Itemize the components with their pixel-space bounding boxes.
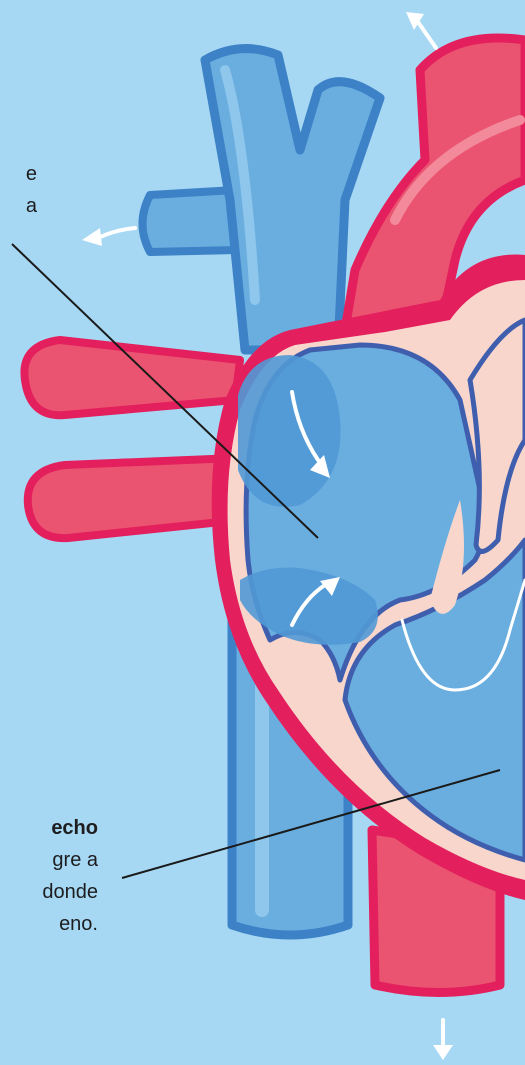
label-top-line-2: a	[25, 195, 37, 217]
valve-leaflet	[400, 578, 525, 692]
arrow-down	[433, 1018, 453, 1060]
pointer-line-top	[11, 243, 319, 539]
pulmonary-vein-upper	[20, 336, 244, 420]
superior-vena-cava	[200, 44, 385, 355]
label-top: e a	[0, 158, 37, 222]
pulmonary-vein-lower	[23, 454, 244, 543]
label-top-line-1: e	[25, 163, 37, 185]
right-ventricle	[342, 537, 525, 863]
label-bottom-line-1: gre a	[52, 849, 98, 871]
arrow-up-into-atrium	[290, 577, 340, 627]
label-bottom-title: echo	[51, 817, 98, 839]
arrow-left	[82, 226, 137, 246]
label-bottom-line-2: donde	[42, 881, 98, 903]
arrow-top-left	[406, 12, 438, 50]
label-bottom: echo gre a donde eno.	[0, 812, 98, 940]
vessel-opening-lower	[240, 567, 378, 645]
aorta	[340, 33, 525, 335]
septum	[430, 317, 525, 614]
pointer-line-bottom	[121, 769, 501, 879]
arrow-into-atrium	[290, 390, 330, 478]
label-bottom-line-3: eno.	[59, 913, 98, 935]
vena-cava-branch	[138, 186, 242, 256]
